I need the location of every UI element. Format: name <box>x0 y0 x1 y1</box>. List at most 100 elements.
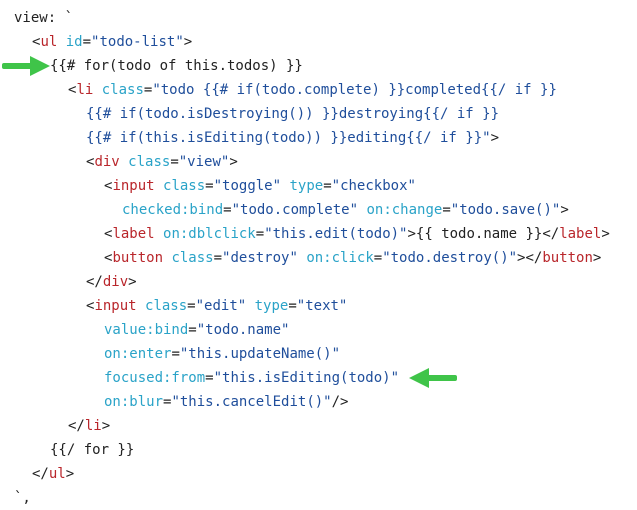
code-line: <input class="toggle" type="checkbox" <box>14 174 610 198</box>
code-token: on:blur <box>104 394 164 410</box>
code-token: li <box>84 418 102 434</box>
code-token: < <box>32 34 41 50</box>
code-token: li <box>76 82 94 98</box>
code-token: label <box>559 226 602 242</box>
code-token: < <box>68 82 77 98</box>
code-line: </div> <box>14 270 610 294</box>
code-token: class <box>93 82 144 98</box>
code-token: value:bind <box>104 322 189 338</box>
code-token: "this.updateName()" <box>179 346 341 362</box>
code-line: <li class="todo {{# if(todo.complete) }}… <box>14 78 610 102</box>
code-token: = <box>188 322 197 338</box>
code-token: > <box>128 274 137 290</box>
code-token: = <box>442 202 451 218</box>
code-token: = <box>163 394 172 410</box>
code-token: input <box>112 178 155 194</box>
code-token: input <box>94 298 137 314</box>
code-token: = <box>143 82 153 98</box>
code-line: checked:bind="todo.complete" on:change="… <box>14 198 610 222</box>
code-token: "this.edit(todo)" <box>264 226 408 242</box>
code-line: `, <box>14 486 610 510</box>
code-line: <input class="edit" type="text" <box>14 294 610 318</box>
code-token: "toggle" <box>213 178 282 194</box>
code-token: > <box>601 226 610 242</box>
code-token: = <box>171 346 180 362</box>
code-line: on:enter="this.updateName()" <box>14 342 610 366</box>
code-token: "destroy" <box>222 250 298 266</box>
code-token: > <box>65 466 75 482</box>
code-token: "checkbox" <box>331 178 416 194</box>
code-token: button <box>112 250 164 266</box>
code-token: > <box>592 250 602 266</box>
code-token: label <box>112 226 155 242</box>
code-token: = <box>213 250 223 266</box>
code-token: = <box>170 154 179 170</box>
code-token: </ <box>68 418 85 434</box>
code-token: >{{ todo.name }}</ <box>407 226 560 242</box>
code-token: "todo {{# if(todo.complete) }}completed{… <box>152 82 557 98</box>
code-token: "todo.save()" <box>450 202 561 218</box>
code-token: = <box>205 370 214 386</box>
code-line: focused:from="this.isEditing(todo)" <box>14 366 610 390</box>
code-token: /> <box>331 394 349 410</box>
code-token: = <box>82 34 92 50</box>
code-token: view: ` <box>14 10 74 26</box>
code-token: class <box>136 298 188 314</box>
code-line: <ul id="todo-list"> <box>14 30 610 54</box>
code-token: = <box>373 250 383 266</box>
code-line: </ul> <box>14 462 610 486</box>
code-token: div <box>102 274 129 290</box>
code-token: "todo.destroy()" <box>382 250 518 266</box>
code-token: {{/ for }} <box>50 442 135 458</box>
code-line: </li> <box>14 414 610 438</box>
code-token: type <box>281 178 324 194</box>
code-token: < <box>104 226 113 242</box>
code-line: view: ` <box>14 6 610 30</box>
code-token: button <box>542 250 593 266</box>
code-token: > <box>560 202 569 218</box>
code-token: < <box>104 178 113 194</box>
code-token: > <box>101 418 111 434</box>
code-line: <button class="destroy" on:click="todo.d… <box>14 246 610 270</box>
code-line: {{# if(this.isEditing(todo)) }}editing{{… <box>14 126 610 150</box>
code-token: "todo.complete" <box>231 202 359 218</box>
code-token: on:enter <box>104 346 172 362</box>
code-token: = <box>255 226 265 242</box>
code-token: focused:from <box>104 370 206 386</box>
code-token: </ <box>32 466 49 482</box>
code-block: view: ` <ul id="todo-list"> {{# for(todo o… <box>14 6 610 510</box>
code-token: class <box>163 250 214 266</box>
code-token: "view" <box>178 154 230 170</box>
code-token: {{# if(todo.isDestroying()) }}destroying… <box>86 106 500 122</box>
code-token: > <box>490 130 500 146</box>
code-token: > <box>229 154 238 170</box>
code-token: ></ <box>517 250 543 266</box>
code-token: "todo-list" <box>91 34 184 50</box>
code-token: on:change <box>358 202 443 218</box>
code-token: ul <box>40 34 58 50</box>
code-token: on:click <box>297 250 374 266</box>
code-token: ul <box>48 466 66 482</box>
code-token: "todo.name" <box>196 322 290 338</box>
code-token: = <box>223 202 232 218</box>
code-token: </ <box>86 274 103 290</box>
code-line: {{/ for }} <box>14 438 610 462</box>
code-token: "text" <box>296 298 348 314</box>
code-token: checked:bind <box>122 202 224 218</box>
code-token: = <box>187 298 196 314</box>
code-token: < <box>86 298 95 314</box>
code-line: <label on:dblclick="this.edit(todo)">{{ … <box>14 222 610 246</box>
code-token: type <box>246 298 289 314</box>
code-token: {{# if(this.isEditing(todo)) }}editing{{… <box>86 130 491 146</box>
code-token: < <box>104 250 113 266</box>
code-token: div <box>94 154 120 170</box>
code-token: class <box>119 154 171 170</box>
code-token: < <box>86 154 95 170</box>
code-line: <div class="view"> <box>14 150 610 174</box>
code-token: {{# for(todo of this.todos) }} <box>50 58 303 74</box>
code-line: value:bind="todo.name" <box>14 318 610 342</box>
code-line: {{# for(todo of this.todos) }} <box>14 54 610 78</box>
code-token: class <box>154 178 206 194</box>
code-token: on:dblclick <box>154 226 256 242</box>
code-token: "edit" <box>195 298 247 314</box>
